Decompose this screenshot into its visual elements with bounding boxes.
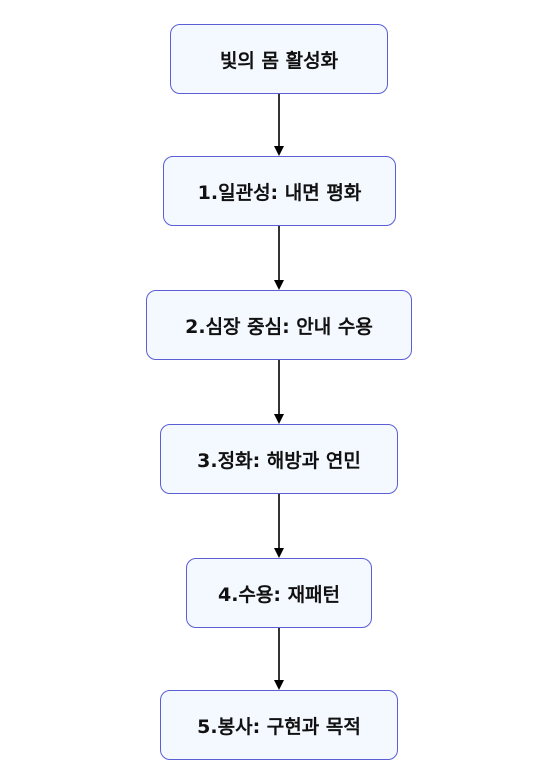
node-purification: 3.정화: 해방과 연민 bbox=[160, 424, 398, 494]
node-label: 2.심장 중심: 안내 수용 bbox=[185, 315, 373, 338]
node-heart-center: 2.심장 중심: 안내 수용 bbox=[146, 290, 412, 360]
node-label: 1.일관성: 내면 평화 bbox=[197, 181, 362, 204]
node-light-body-activation: 빛의 몸 활성화 bbox=[170, 24, 388, 94]
node-label: 3.정화: 해방과 연민 bbox=[197, 449, 361, 472]
node-label: 4.수용: 재패턴 bbox=[217, 583, 341, 606]
node-label: 빛의 몸 활성화 bbox=[219, 49, 339, 72]
node-service: 5.봉사: 구현과 목적 bbox=[160, 690, 398, 760]
node-label: 5.봉사: 구현과 목적 bbox=[197, 715, 361, 738]
node-acceptance: 4.수용: 재패턴 bbox=[186, 558, 372, 628]
node-coherence: 1.일관성: 내면 평화 bbox=[163, 156, 396, 226]
